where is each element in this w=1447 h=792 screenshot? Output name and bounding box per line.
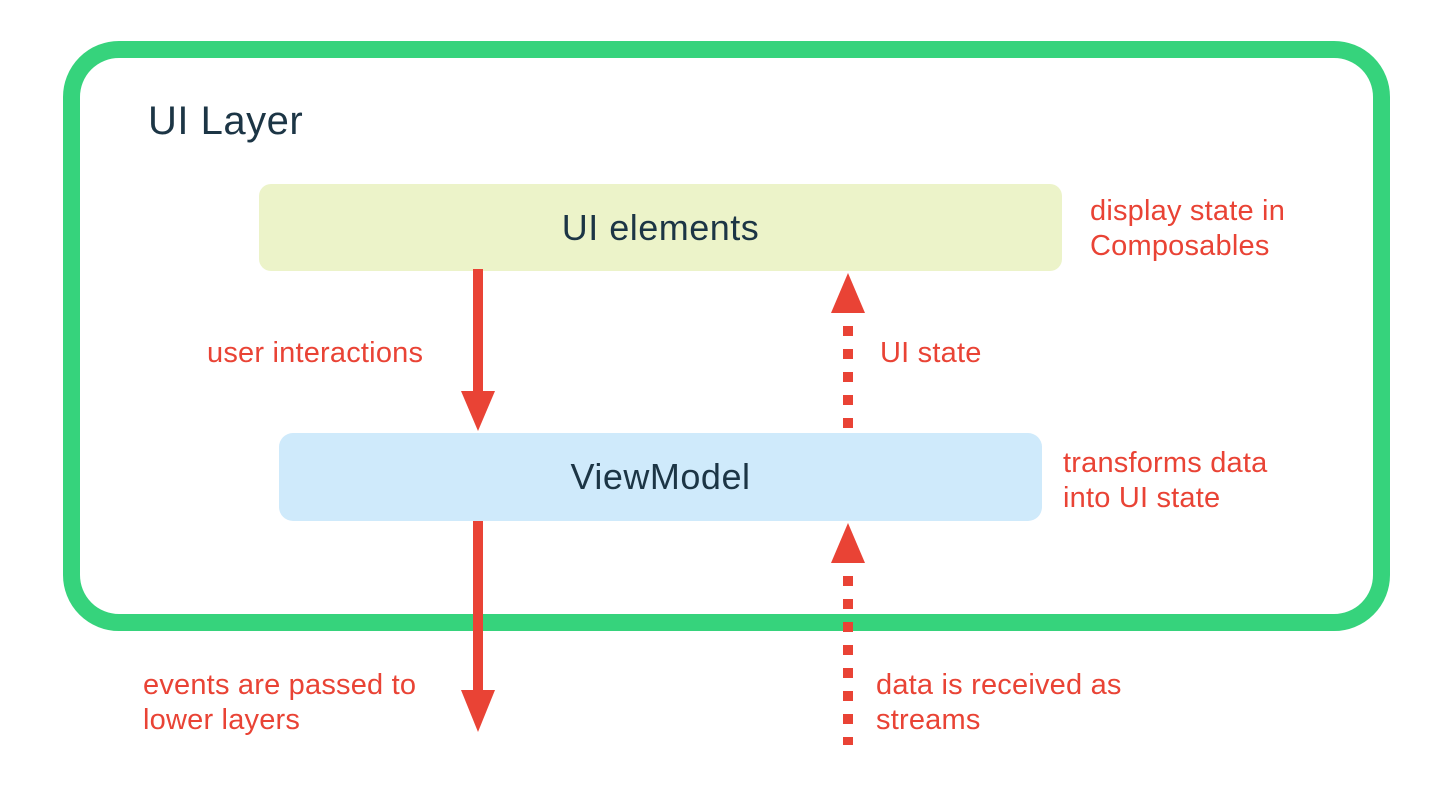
viewmodel-label: ViewModel — [570, 456, 751, 497]
user-interactions-label: user interactions — [207, 337, 424, 369]
data-streams-label: data is received as streams — [876, 669, 1122, 736]
arrow-down-solid-user-interactions-icon — [461, 269, 495, 431]
viewmodel-annotation: transforms data into UI state — [1063, 447, 1268, 514]
ui-elements-box: UI elements — [259, 184, 1062, 271]
viewmodel-box: ViewModel — [279, 433, 1042, 521]
ui-elements-annotation: display state in Composables — [1090, 195, 1286, 262]
arrow-up-dotted-ui-state-icon — [831, 273, 865, 433]
arrow-up-dotted-data-streams-icon — [831, 523, 865, 745]
ui-state-label: UI state — [880, 337, 982, 369]
events-lower-layers-label: events are passed to lower layers — [143, 669, 417, 736]
ui-layer-title: UI Layer — [148, 99, 304, 143]
ui-elements-label: UI elements — [561, 206, 760, 248]
arrow-down-solid-events-icon — [461, 521, 495, 732]
ui-layer-frame — [63, 41, 1390, 631]
